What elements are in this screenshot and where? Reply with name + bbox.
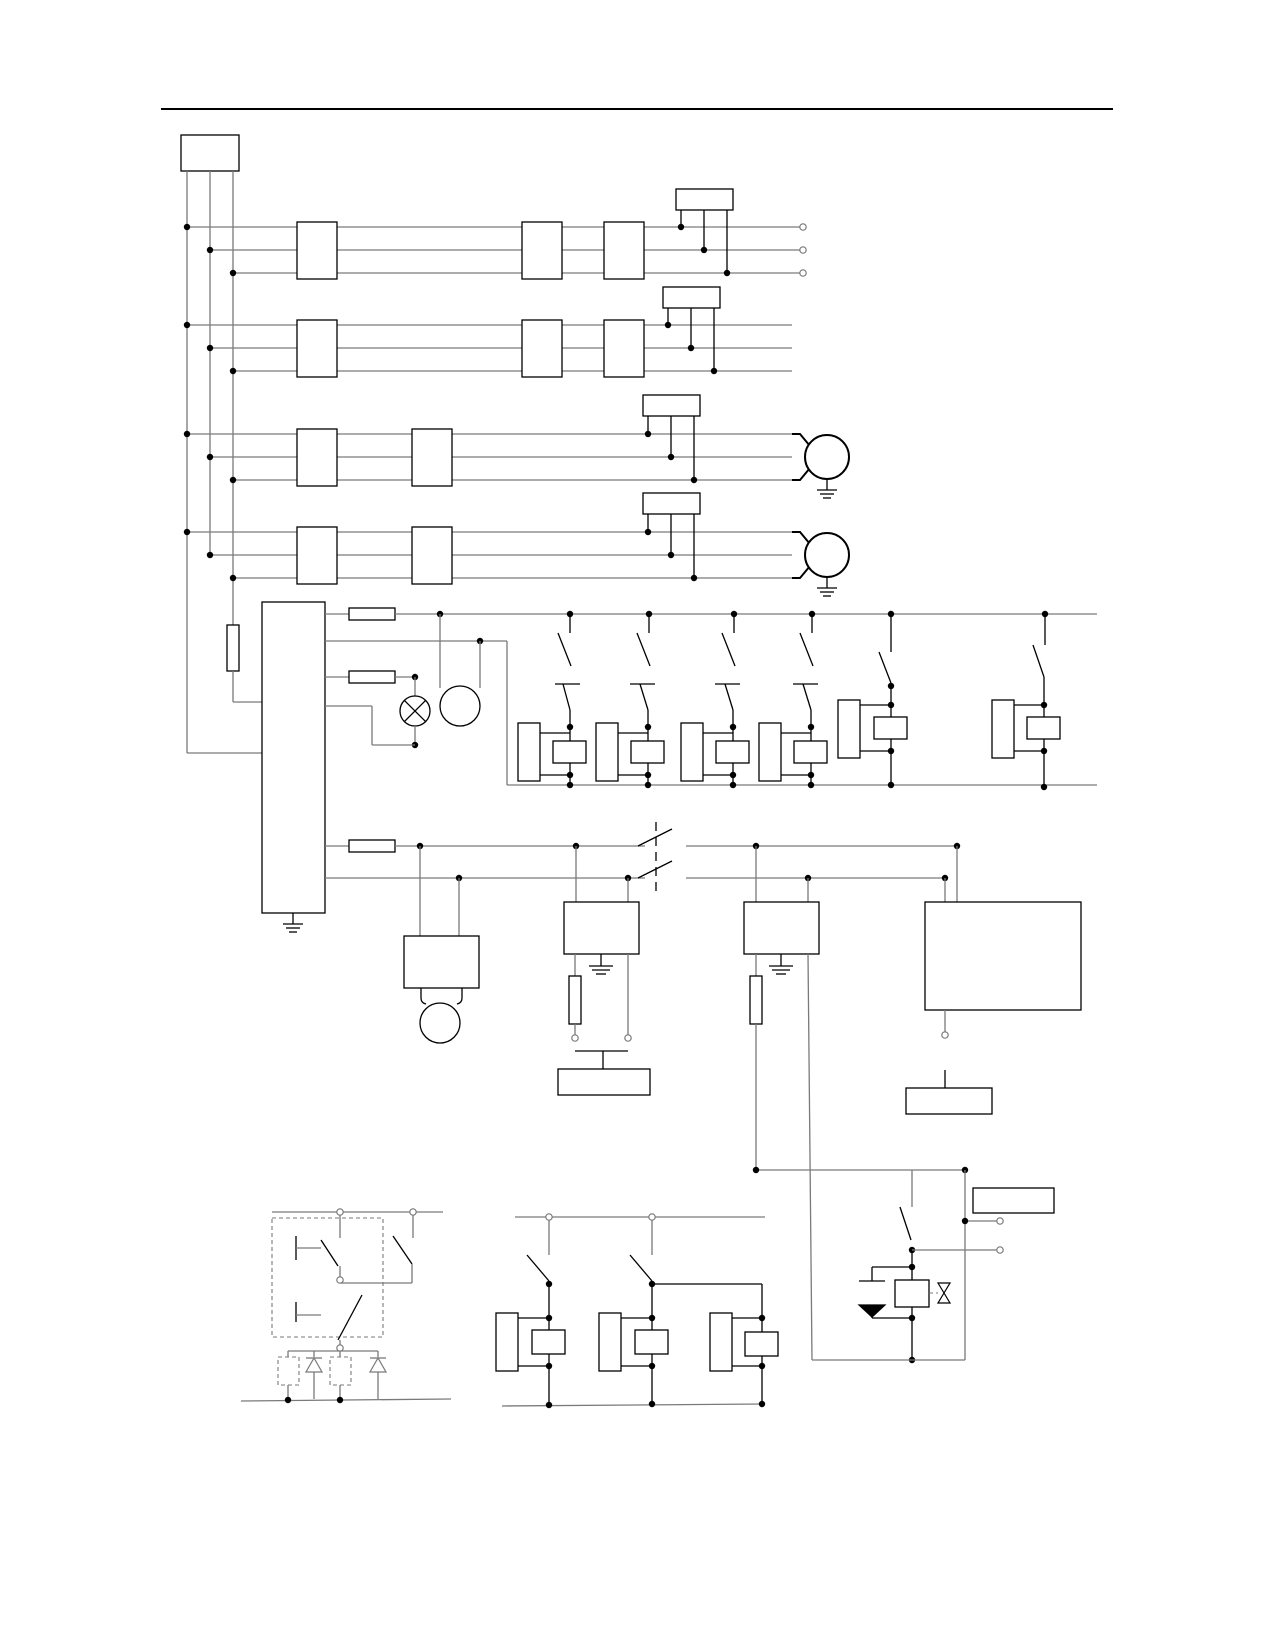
dc-supply-b [563,901,640,955]
ladder-coil-3 [744,1331,779,1357]
terminal [799,246,807,254]
feeder-1-breaker [296,221,338,280]
solenoid-coil [894,1279,930,1308]
feeder-4-breaker [296,526,338,585]
relay-coil-3 [715,740,750,764]
feeder-1-overload [603,221,645,280]
output-fuse-2 [348,670,396,684]
terminal [336,1276,344,1284]
feeder-1 [183,188,807,280]
supply-c-resistor [749,975,763,1025]
feeder-3 [183,394,850,499]
terminal [941,1031,949,1039]
terminal [336,1208,344,1216]
terminal [624,1034,632,1042]
feeder-2-contactor [521,319,563,378]
feeder-2-overload [603,319,645,378]
supply-b-resistor [568,975,582,1025]
feeder-4-monitor [642,492,701,515]
relay-ladder [495,1213,779,1409]
feeder-2-monitor [662,286,721,309]
terminal [571,1034,579,1042]
terminal [336,1344,344,1352]
motor-driver [403,935,480,989]
main-supply-block [180,134,240,172]
terminal [996,1217,1004,1225]
relay-coil-2 [630,740,665,764]
control-transformer-block [261,601,326,914]
control-transformer [261,601,1097,933]
driver-motor [419,1002,461,1044]
relay-coil-4 [793,740,828,764]
feeder-1-monitor [675,188,734,211]
interlock-housing [271,1217,384,1338]
feeder-4-contactor [411,526,453,585]
relay-contact-5 [837,610,908,789]
feeder-3-contactor [411,428,453,487]
relay-contacts [517,610,1061,791]
feeder-3-monitor [642,394,701,417]
terminal [799,269,807,277]
fan-motor [439,685,481,727]
relay-contact-2 [595,610,665,789]
interlock-resistor-1 [277,1356,300,1386]
dc-supply-c [743,901,820,955]
main-supply [180,134,262,754]
ladder-coil-2 [634,1329,669,1355]
relay-contact-4 [758,610,828,789]
relay-coil-5 [873,716,908,740]
output-fuse-3 [348,839,396,853]
terminal [648,1213,656,1221]
motor-2 [804,532,850,578]
feeder-2 [183,286,792,378]
ladder-coil-1 [531,1329,566,1355]
terminal [545,1213,553,1221]
terminal [996,1246,1004,1254]
interlock-circuit [240,1208,452,1404]
valve-controller [972,1187,1055,1214]
feeder-2-breaker [296,319,338,378]
interlock-resistor-2 [329,1356,352,1386]
interlock-diode-1 [304,1356,324,1373]
feeder-1-contactor [521,221,563,280]
relay-contact-6 [991,610,1061,791]
power-supplies [403,822,1082,1361]
valve-icon [936,1282,952,1304]
relay-contact-3 [680,610,750,789]
supply-b-load [557,1068,651,1096]
feeder-4 [183,492,850,597]
motor-1 [804,434,850,480]
control-fuse [226,624,240,672]
controller-load [905,1087,993,1115]
solenoid-valve-driver [752,1166,1055,1364]
terminal [409,1208,417,1216]
relay-coil-1 [552,740,587,764]
interlock-diode-2 [368,1356,388,1373]
terminal [799,223,807,231]
relay-contact-1 [517,610,587,789]
controller-unit [924,901,1082,1011]
feeder-3-breaker [296,428,338,487]
relay-coil-6 [1026,716,1061,740]
output-fuse-1 [348,607,396,621]
